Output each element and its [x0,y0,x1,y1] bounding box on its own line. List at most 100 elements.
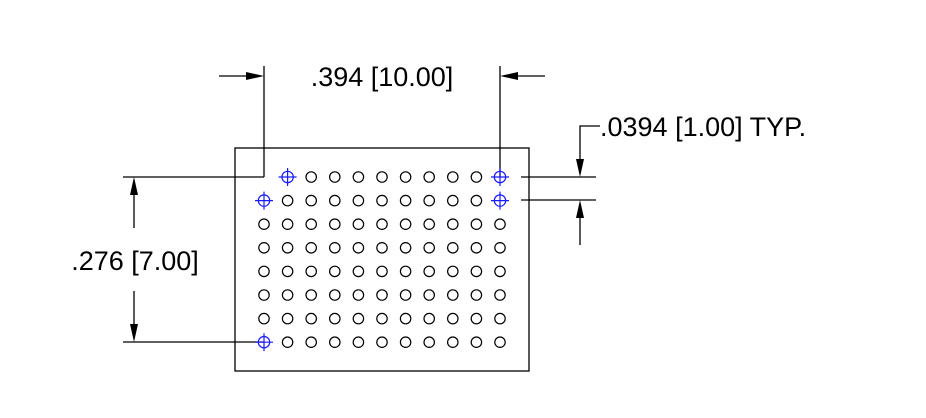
ball-pad [399,242,412,254]
ball-pad [446,171,459,183]
width-arrow-left [246,72,264,80]
ball-pad [328,218,341,230]
ball-pad [423,242,435,254]
ball-pad [494,336,506,348]
ball-pad [305,242,317,254]
ball-pad [423,194,435,207]
ball-pad [470,194,483,207]
ball-pad [281,312,294,325]
ball-pad [470,336,483,348]
ball-pad [399,265,412,278]
height-dimension-label: .276 [7.00] [71,246,199,276]
ball-pad [423,336,435,348]
ball-pad [399,289,412,301]
ball-pad [305,312,317,325]
height-dimension: .276 [7.00] [71,176,264,343]
reference-pad-marker [255,191,273,210]
ball-pad [399,218,412,230]
pitch-arrow-bottom [576,200,584,218]
ball-pad [399,312,412,325]
package-outline [234,147,530,372]
ball-pad [376,194,388,207]
ball-pad [258,312,270,325]
pitch-dimension: .0394 [1.00] TYP. [521,112,806,245]
ball-pad [494,312,506,325]
pitch-leader-top [579,125,600,160]
ball-pad [352,312,365,325]
ball-grid-array [255,168,509,352]
height-arrow-top [130,177,138,195]
ball-pad [470,171,483,183]
ball-pad [423,265,435,278]
ball-pad [328,194,341,207]
ball-pad [305,336,317,348]
height-arrow-bottom [130,324,138,342]
ball-pad [328,289,341,301]
ball-pad [352,171,365,183]
ball-pad [258,265,270,278]
ball-pad [352,265,365,278]
ball-pad [446,289,459,301]
ball-pad [494,265,506,278]
ball-pad [446,265,459,278]
ball-pad [494,289,506,301]
ball-pad [399,171,412,183]
ball-pad [281,242,294,254]
ball-pad [305,218,317,230]
reference-pad-marker [255,333,273,352]
ball-pad [305,265,317,278]
pitch-dimension-label: .0394 [1.00] TYP. [600,112,806,142]
ball-pad [281,289,294,301]
ball-pad [305,171,317,183]
ball-pad [446,312,459,325]
ball-pad [470,218,483,230]
ball-pad [281,218,294,230]
ball-pad [446,218,459,230]
reference-pad-marker [491,168,509,186]
ball-pad [352,218,365,230]
ball-pad [305,194,317,207]
ball-pad [423,171,435,183]
ball-pad [305,289,317,301]
ball-pad [258,218,270,230]
ball-pad [352,289,365,301]
ball-pad [328,242,341,254]
ball-pad [376,218,388,230]
ball-pad [352,336,365,348]
ball-pad [470,265,483,278]
ball-pad [423,289,435,301]
ball-pad [281,194,294,207]
width-dimension-label: .394 [10.00] [311,62,454,92]
ball-pad [470,242,483,254]
ball-pad [376,336,388,348]
ball-pad [423,218,435,230]
ball-pad [352,242,365,254]
ball-pad [281,336,294,348]
ball-pad [446,242,459,254]
width-arrow-right [500,72,518,80]
ball-pad [328,336,341,348]
ball-pad [328,171,341,183]
ball-pad [376,242,388,254]
ball-pad [446,194,459,207]
ball-pad [470,289,483,301]
ball-pad [258,242,270,254]
ball-pad [446,336,459,348]
ball-pad [352,194,365,207]
ball-pad [399,194,412,207]
ball-pad [281,265,294,278]
reference-pad-marker [278,168,297,186]
ball-pad [376,171,388,183]
ball-pad [258,289,270,301]
ball-pad [328,312,341,325]
ball-pad [328,265,341,278]
ball-pad [494,242,506,254]
reference-pad-marker [491,191,509,210]
width-dimension: .394 [10.00] [219,62,545,177]
ball-pad [376,265,388,278]
ball-pad [423,312,435,325]
ball-pad [376,312,388,325]
ball-pad [470,312,483,325]
ball-pad [399,336,412,348]
